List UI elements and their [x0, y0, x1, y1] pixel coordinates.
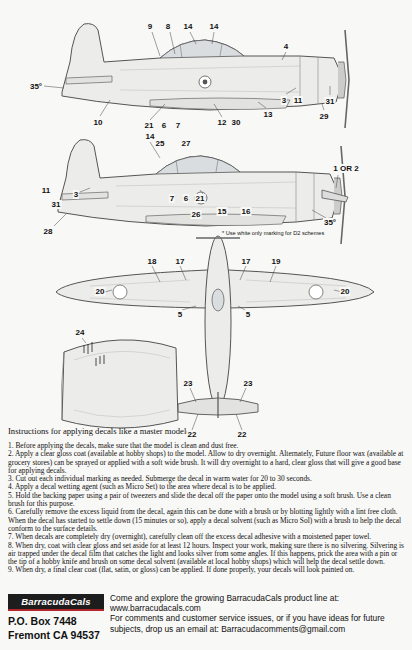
- logo-box: BarracudaCals: [8, 594, 104, 611]
- callout-number: 24: [75, 328, 86, 337]
- angle-label: 35°: [323, 218, 337, 227]
- callout-number: 5: [177, 310, 183, 319]
- callout-number: 13: [263, 110, 274, 119]
- footnote: * Use white only marking for D2 schemes: [222, 230, 324, 237]
- callout-number: 15: [217, 207, 228, 216]
- callout-number: 20: [95, 287, 106, 296]
- callout-number: 30: [231, 118, 242, 127]
- callout-number: 19: [271, 257, 282, 266]
- callout-number: 29: [319, 112, 330, 121]
- callout-number: 23: [243, 379, 254, 388]
- callout-number: 21: [195, 194, 206, 203]
- callout-number: 14: [145, 132, 156, 141]
- logo-text: BarracudaCals: [8, 594, 104, 609]
- instruction-step: 4. Apply a decal wetting agent (such as …: [8, 483, 406, 491]
- instruction-step: 3. Cut out each individual marking as ne…: [8, 475, 406, 483]
- contact-block: Come and explore the growing BarracudaCa…: [110, 593, 408, 634]
- callout-number: 9: [147, 22, 153, 31]
- callout-number: 11: [293, 96, 303, 105]
- instruction-block: Instructions for applying decals like a …: [8, 426, 406, 575]
- callout-number: 14: [183, 22, 194, 31]
- instruction-step: 1. Before applying the decals, make sure…: [8, 442, 406, 450]
- callout-number: 25: [155, 139, 166, 148]
- callout-number: 28: [43, 227, 54, 236]
- callout-number: 7: [175, 121, 181, 130]
- callout-number: 3: [281, 96, 287, 105]
- callout-number: 31: [325, 97, 336, 106]
- callout-number: 3: [73, 190, 79, 199]
- callout-number: 22: [237, 430, 248, 439]
- instruction-step: 6. Carefully remove the excess liquid fr…: [8, 508, 406, 533]
- callout-number: 26: [191, 210, 202, 219]
- callout-number: 11: [41, 186, 51, 195]
- instructions-heading: Instructions for applying decals like a …: [8, 426, 406, 437]
- callout-number: 6: [161, 121, 167, 130]
- contact-text: For comments and customer service issues…: [110, 613, 408, 633]
- contact-text: www.barracudacals.com: [110, 603, 408, 613]
- instruction-step: 7. When decals are completely dry (overn…: [8, 533, 406, 541]
- callout-number: 6: [183, 194, 189, 203]
- callout-number: 5: [245, 310, 251, 319]
- callout-number: 14: [209, 22, 220, 31]
- instruction-step: 5. Hold the backing paper using a pair o…: [8, 492, 406, 509]
- instruction-step: 2. Apply a clear gloss coat (available a…: [8, 450, 406, 475]
- instruction-step: 8. When dry, coat with clear gloss and s…: [8, 542, 406, 567]
- callout-number: 4: [283, 42, 289, 51]
- callout-number: 22: [187, 430, 198, 439]
- instruction-step: 9. When dry, a final clear coat (flat, s…: [8, 566, 406, 574]
- callout-number: 16: [241, 207, 252, 216]
- address-line: Fremont CA 94537: [8, 628, 100, 642]
- address-block: P.O. Box 7448Fremont CA 94537: [8, 614, 100, 642]
- callout-number: 18: [147, 257, 158, 266]
- callout-number: 31: [51, 200, 62, 209]
- callout-number: 17: [241, 257, 252, 266]
- contact-text: Come and explore the growing BarracudaCa…: [110, 593, 408, 603]
- angle-label: 35°: [29, 82, 43, 91]
- callout-number: 21: [144, 121, 155, 130]
- callout-number: 10: [93, 118, 104, 127]
- callout-number: 17: [175, 257, 186, 266]
- callout-number: 1 OR 2: [332, 164, 359, 173]
- address-line: P.O. Box 7448: [8, 614, 100, 628]
- callout-number: 7: [169, 194, 175, 203]
- callout-number: 20: [340, 287, 351, 296]
- callout-number: 8: [165, 22, 171, 31]
- callout-number: 12: [217, 118, 228, 127]
- callout-number: 23: [183, 379, 194, 388]
- callout-number: 27: [181, 139, 192, 148]
